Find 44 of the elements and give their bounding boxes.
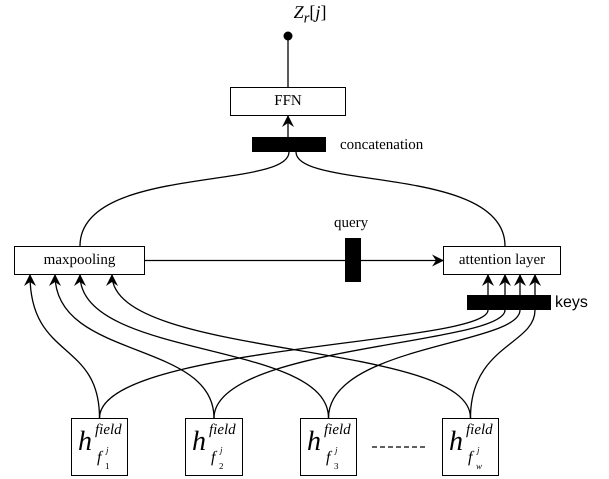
process-box: attention layer — [443, 246, 561, 275]
math-variable: h — [192, 428, 206, 456]
process-box: FFN — [230, 87, 346, 116]
subscript: 3 — [334, 462, 338, 471]
subscript: f — [211, 450, 216, 466]
arrow — [529, 274, 541, 295]
connector-line — [145, 260, 345, 262]
superscript: field — [466, 423, 493, 438]
process-box: maxpooling — [14, 246, 145, 275]
subscript: f — [326, 450, 330, 466]
input-box — [71, 418, 128, 476]
math-variable: h — [307, 428, 321, 456]
subscript: f — [468, 450, 472, 466]
input-box — [300, 418, 357, 476]
connector-line — [470, 310, 536, 418]
input-box — [185, 418, 243, 476]
output-label: Z$_{r}$[j] — [292, 2, 328, 28]
subscript: j — [335, 446, 338, 455]
subscript: w — [476, 462, 482, 471]
arrow — [282, 115, 294, 137]
subscript: j — [106, 446, 109, 455]
connector-line — [295, 152, 506, 246]
bar-label: concatenation — [340, 137, 424, 154]
superscript: field — [324, 423, 351, 438]
superscript: field — [95, 423, 122, 438]
bar-label: query — [334, 215, 368, 232]
arrow — [482, 274, 494, 295]
arrow — [361, 254, 444, 266]
subscript: f — [97, 450, 102, 466]
arrow — [514, 274, 526, 295]
subscript: j — [220, 446, 223, 455]
superscript: field — [209, 423, 236, 438]
input-box — [442, 418, 499, 476]
math-variable: h — [78, 428, 92, 456]
vector-bar — [467, 295, 551, 310]
arrow — [499, 274, 511, 295]
subscript: j — [477, 446, 480, 455]
math-variable: h — [449, 428, 463, 456]
vector-bar — [345, 238, 361, 282]
vector-bar — [252, 137, 326, 152]
connector-line — [79, 152, 290, 246]
subscript: 1 — [105, 462, 110, 471]
subscript: 2 — [219, 462, 224, 471]
bar-label: keys — [555, 294, 588, 312]
